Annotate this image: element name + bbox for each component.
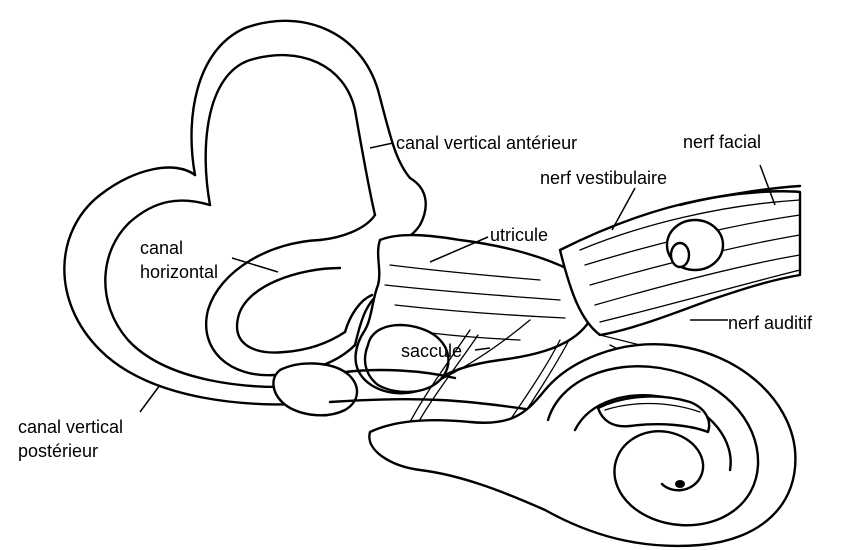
label-canal-vertical-posterieur-line2: postérieur [18, 441, 99, 461]
label-nerf-auditif: nerf auditif [728, 312, 813, 334]
label-canal-horizontal-line1: canal [140, 238, 184, 258]
label-canal-vertical-anterieur: canal vertical antérieur [396, 133, 578, 153]
label-canal-horizontal-line2: horizontal [140, 262, 219, 282]
posterior-ampulla [272, 362, 547, 417]
nerve-bundle [558, 184, 802, 376]
cochlea [368, 343, 797, 548]
label-canal-vertical-posterieur-line1: canal vertical [18, 417, 124, 437]
label-utricule: utricule [490, 225, 549, 245]
horizontal-canal [205, 238, 387, 377]
anterior-vertical-canal [190, 19, 427, 244]
label-nerf-vestibulaire: nerf vestibulaire [540, 168, 668, 188]
label-nerf-facial: nerf facial [683, 132, 762, 152]
posterior-vertical-canal [63, 166, 332, 406]
vestibule [354, 233, 596, 395]
label-saccule: saccule [401, 341, 463, 361]
leader-lines [139, 142, 776, 413]
